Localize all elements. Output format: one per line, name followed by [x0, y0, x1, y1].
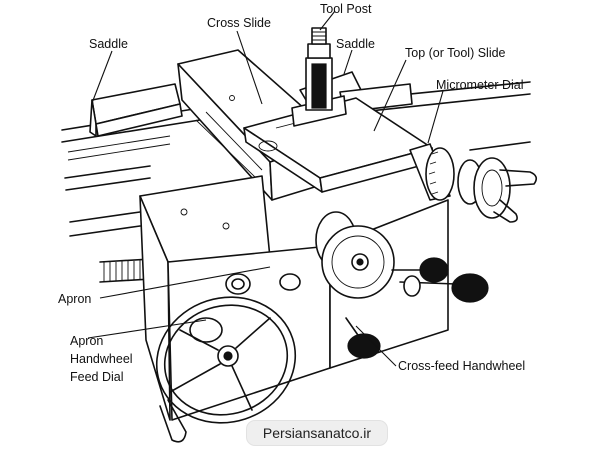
saddle-left-body — [89, 83, 183, 137]
label-saddle-right: Saddle — [336, 37, 375, 51]
leader-apron-handwheel — [87, 319, 207, 339]
label-tool-post: Tool Post — [320, 2, 372, 16]
leader-crossfeed-handwheel — [355, 325, 397, 367]
callout-labels: Tool Post Cross Slide Saddle Saddle Top … — [58, 2, 525, 384]
watermark-badge: Persiansanatco.ir — [247, 421, 387, 445]
label-apron-handwheel-line1: Apron — [70, 334, 103, 348]
label-cross-slide: Cross Slide — [207, 16, 271, 30]
apron-body — [139, 175, 449, 421]
tool-post — [291, 27, 347, 127]
leader-cross-slide — [236, 30, 263, 105]
top-slide-body — [243, 97, 435, 193]
leader-apron — [99, 266, 271, 299]
micrometer-dial — [409, 143, 538, 223]
leader-tool-post — [319, 10, 336, 31]
label-apron-handwheel-line3: Feed Dial — [70, 370, 124, 384]
label-micrometer-dial: Micrometer Dial — [436, 78, 524, 92]
leader-saddle-left — [91, 50, 113, 104]
label-apron: Apron — [58, 292, 91, 306]
label-apron-handwheel-line2: Handwheel — [70, 352, 133, 366]
leader-saddle-right — [343, 49, 353, 75]
label-crossfeed-handwheel: Cross-feed Handwheel — [398, 359, 525, 373]
leader-micrometer-dial — [427, 90, 444, 144]
apron-handwheel — [155, 296, 297, 443]
leader-top-slide — [373, 59, 407, 132]
label-saddle-left: Saddle — [89, 37, 128, 51]
label-top-slide: Top (or Tool) Slide — [405, 46, 506, 60]
leader-lines — [87, 10, 444, 367]
lathe-bed-ways — [61, 81, 531, 237]
